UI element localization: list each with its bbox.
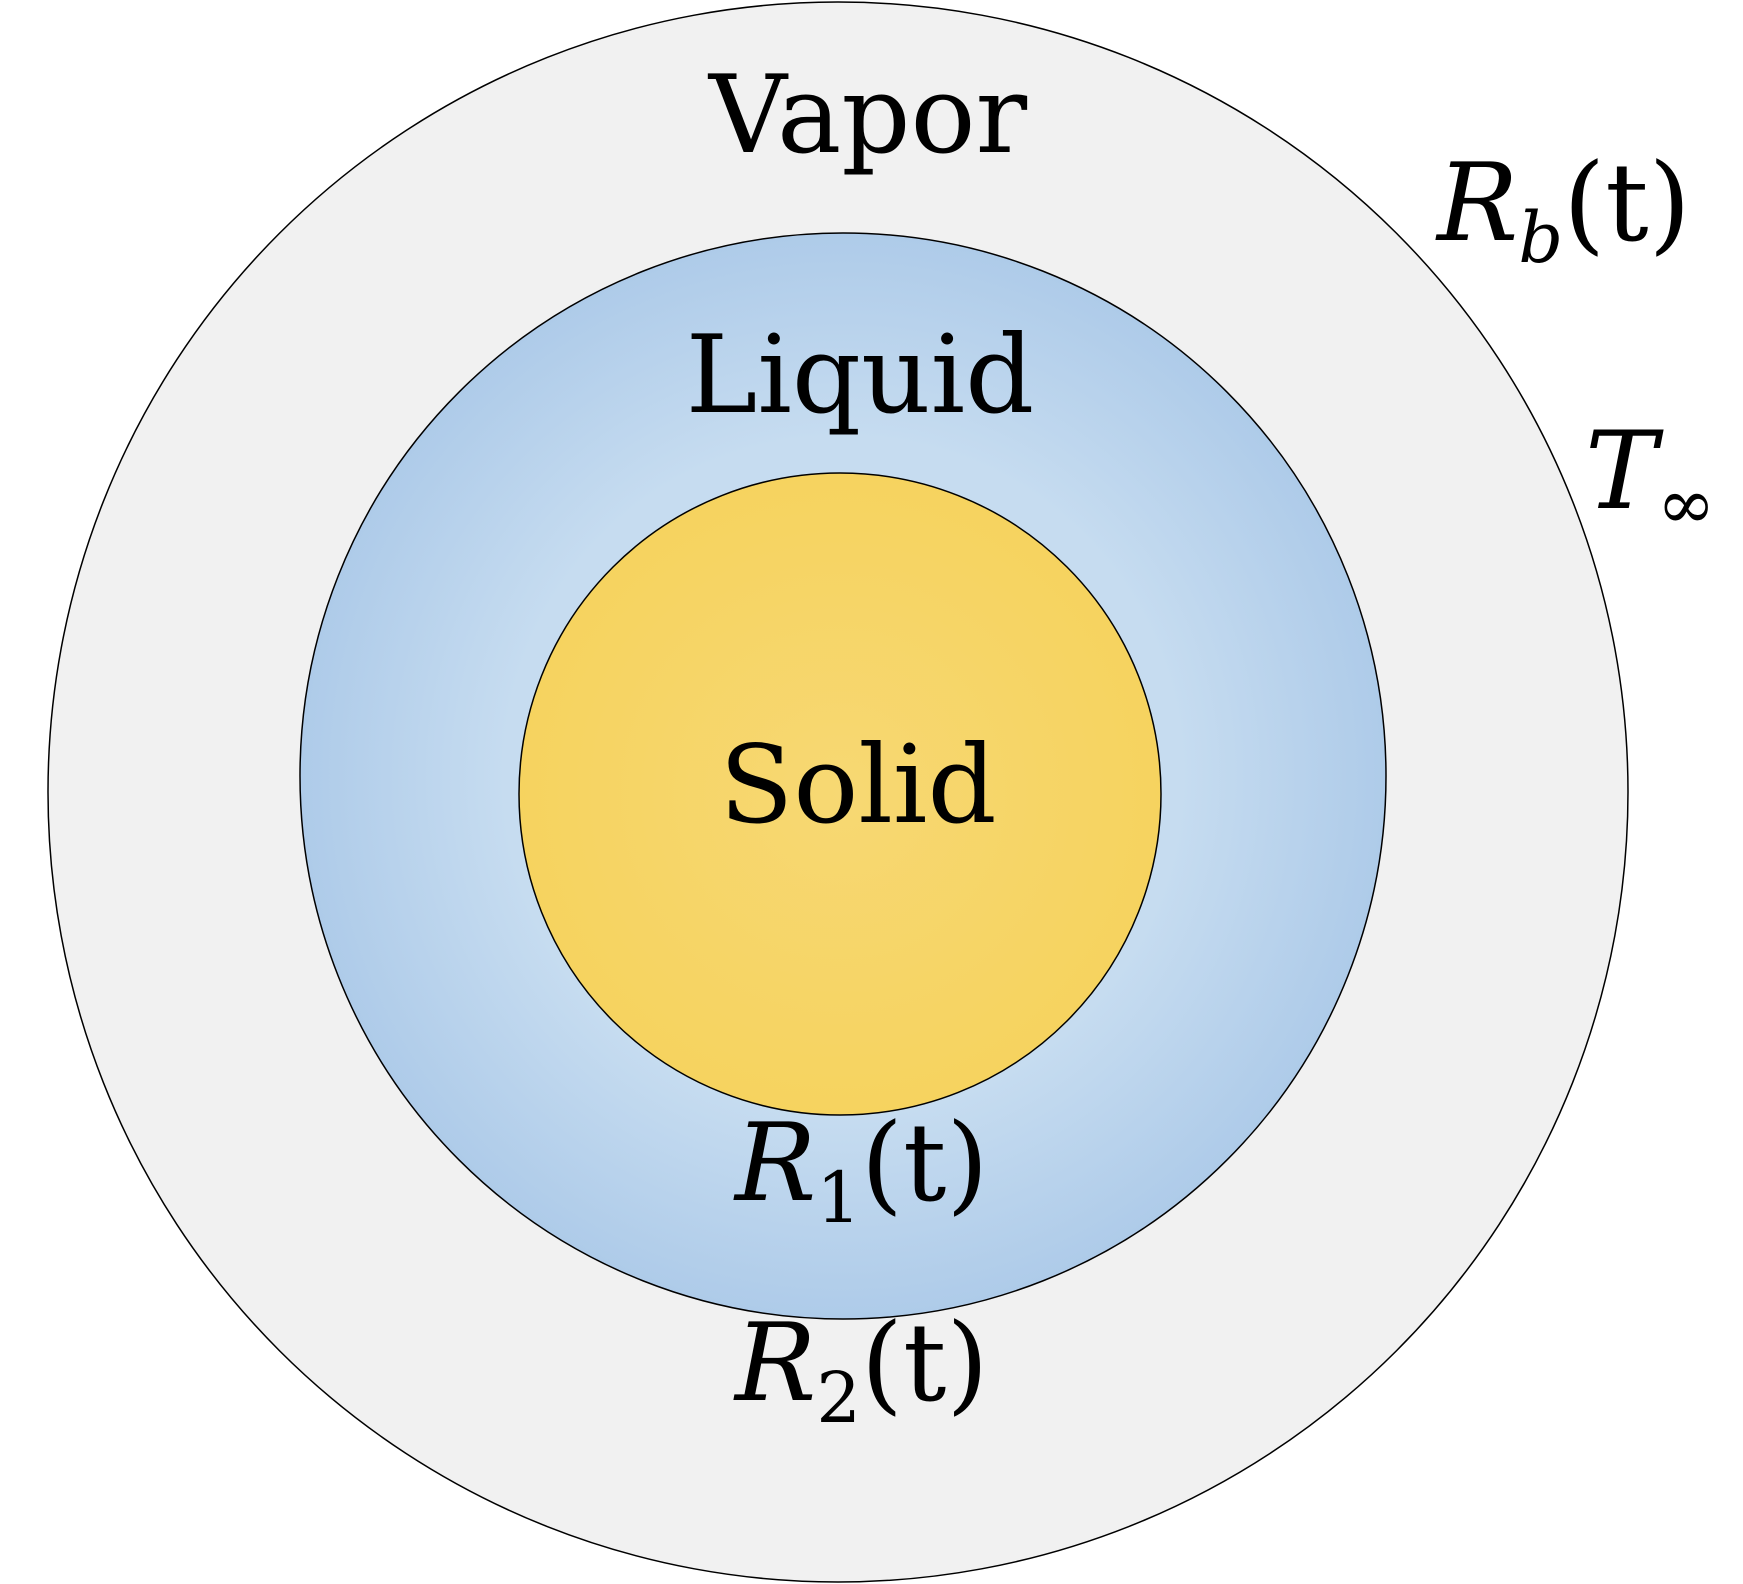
r2-argument: (t) (861, 1301, 989, 1426)
rb-label: Rb(t) (1435, 141, 1691, 279)
tinf-base: T (1585, 409, 1664, 534)
r2-label: R2(t) (733, 1301, 989, 1439)
r2-subscript: 2 (816, 1357, 861, 1439)
rb-argument: (t) (1563, 141, 1691, 266)
r2-base: R (733, 1301, 816, 1426)
tinf-subscript: ∞ (1657, 463, 1715, 545)
vapor-label: Vapor (707, 53, 1028, 178)
solid-region (518, 472, 1162, 1116)
liquid-label: Liquid (686, 313, 1035, 438)
r1-argument: (t) (861, 1101, 989, 1226)
rb-subscript: b (1518, 197, 1563, 279)
tinf-label: T∞ (1585, 409, 1715, 545)
solid-label: Solid (719, 723, 996, 848)
r1-subscript: 1 (816, 1157, 861, 1239)
rb-base: R (1435, 141, 1518, 266)
r1-label: R1(t) (733, 1101, 989, 1239)
r1-base: R (733, 1101, 816, 1226)
